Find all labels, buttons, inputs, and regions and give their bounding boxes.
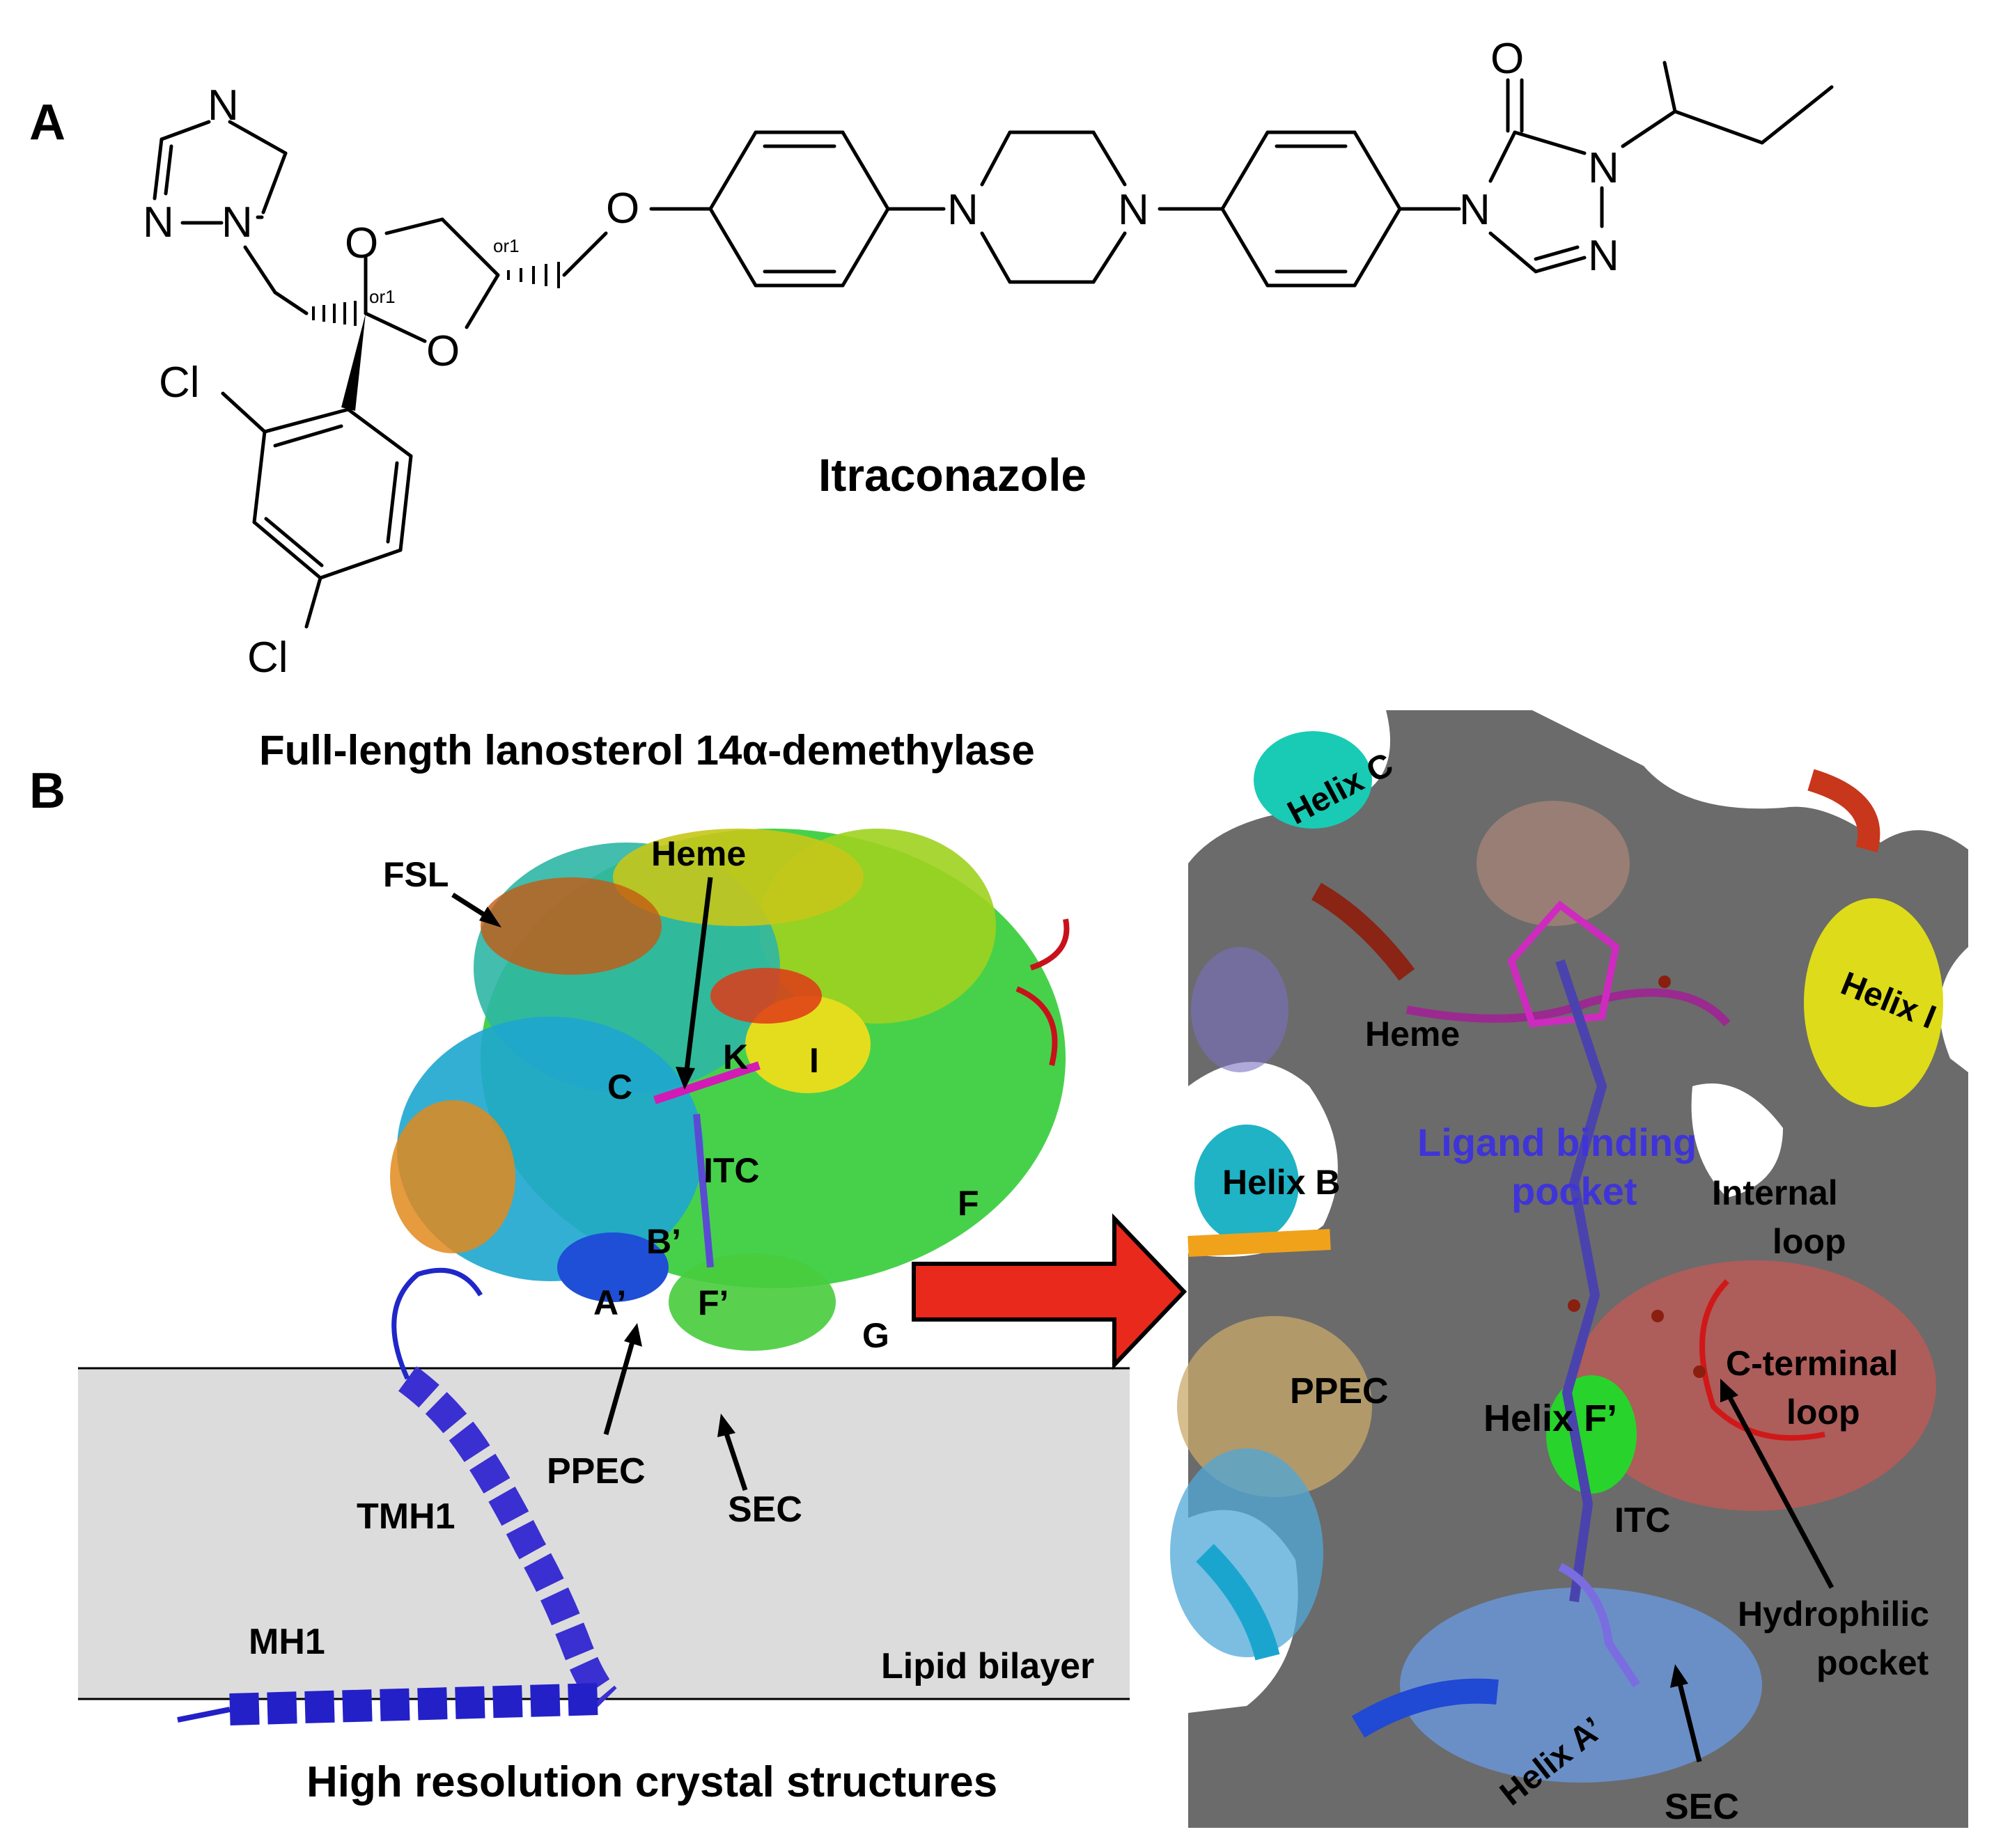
solid-wedge <box>341 313 366 411</box>
dioxolane-ring <box>364 217 500 343</box>
zoom-label-internal-2: loop <box>1773 1222 1846 1261</box>
hashed-wedge-2 <box>507 262 560 288</box>
label-f: F <box>958 1184 979 1223</box>
zoom-view <box>1170 710 1968 1828</box>
triazolone-ring <box>1488 61 1834 274</box>
zoom-label-hydrophilic-2: pocket <box>1816 1643 1929 1682</box>
zoom-label-heme: Heme <box>1365 1015 1460 1054</box>
zoom-label-hydrophilic-1: Hydrophilic <box>1738 1595 1929 1634</box>
atom-o-top: O <box>345 219 378 267</box>
label-i: I <box>809 1041 819 1080</box>
zoom-label-c-terminal-1: C-terminal <box>1726 1344 1898 1383</box>
triazole-ring-left <box>153 120 288 295</box>
atom-o-ether: O <box>606 185 639 233</box>
mh1-helix <box>229 1683 600 1725</box>
zoom-label-internal-1: Internal <box>1712 1173 1838 1212</box>
label-ppec: PPEC <box>547 1451 646 1491</box>
label-itc: ITC <box>703 1151 760 1190</box>
itraconazole-structure: N N N O O or1 or1 <box>143 35 1834 682</box>
label-mh1: MH1 <box>249 1622 325 1662</box>
piperazine-ring <box>980 130 1127 284</box>
atom-n2: N <box>143 198 174 246</box>
label-g: G <box>862 1316 889 1355</box>
atom-o-carbonyl: O <box>1490 35 1524 83</box>
hashed-wedge-1 <box>312 301 357 326</box>
atom-cl-2: Cl <box>247 634 288 682</box>
phenyl-ring-1 <box>708 130 946 288</box>
label-tmh1: TMH1 <box>357 1496 455 1537</box>
label-b-prime: B’ <box>646 1222 681 1261</box>
atom-n-tz-1: N <box>1459 186 1490 234</box>
zoom-label-ligand-1: Ligand binding <box>1417 1120 1697 1164</box>
panel-b-letter: B <box>29 763 65 819</box>
panel-b-title: Full-length lanosterol 14α-demethylase <box>259 727 1035 774</box>
label-a-prime: A’ <box>593 1283 626 1322</box>
label-heme: Heme <box>651 834 746 873</box>
compound-name: Itraconazole <box>818 449 1086 501</box>
label-f-prime: F’ <box>698 1283 729 1322</box>
phenyl-ring-2 <box>1158 130 1461 288</box>
atom-n-pip-1: N <box>947 186 979 234</box>
label-sec: SEC <box>728 1489 802 1530</box>
dichlorophenyl-ring <box>221 391 413 629</box>
zoom-label-helix-f-prime: Helix F’ <box>1483 1397 1617 1439</box>
zoom-label-ppec: PPEC <box>1290 1371 1389 1411</box>
lipid-bilayer-label: Lipid bilayer <box>881 1646 1094 1686</box>
atom-cl-1: Cl <box>159 359 200 407</box>
atom-n-tz-3: N <box>1588 232 1619 280</box>
zoom-label-sec: SEC <box>1665 1787 1739 1827</box>
panel-b-caption: High resolution crystal structures <box>306 1758 997 1806</box>
tmh1-helix <box>398 1366 618 1710</box>
label-k: K <box>723 1037 748 1076</box>
panel-a-letter: A <box>29 95 65 150</box>
lipid-bilayer <box>78 1368 1130 1699</box>
protein-cartoon <box>177 829 1070 1725</box>
pointer-arrows <box>451 877 748 1491</box>
stereo-label-2: or1 <box>493 235 520 256</box>
atom-n-pip-2: N <box>1118 186 1149 234</box>
zoom-label-helix-b: Helix B <box>1222 1163 1341 1202</box>
zoom-arrow <box>912 1213 1187 1370</box>
atom-n1: N <box>208 81 239 130</box>
atom-n3: N <box>221 198 253 246</box>
zoom-label-itc: ITC <box>1614 1501 1671 1540</box>
atom-o-bottom: O <box>426 327 460 375</box>
label-c: C <box>607 1067 632 1106</box>
atom-n-tz-2: N <box>1588 144 1619 192</box>
zoom-label-ligand-2: pocket <box>1511 1169 1637 1213</box>
zoom-pointer-arrows <box>1670 1379 1835 1762</box>
label-fsl: FSL <box>383 855 449 894</box>
zoom-label-c-terminal-2: loop <box>1786 1393 1860 1432</box>
stereo-label-1: or1 <box>369 286 396 307</box>
